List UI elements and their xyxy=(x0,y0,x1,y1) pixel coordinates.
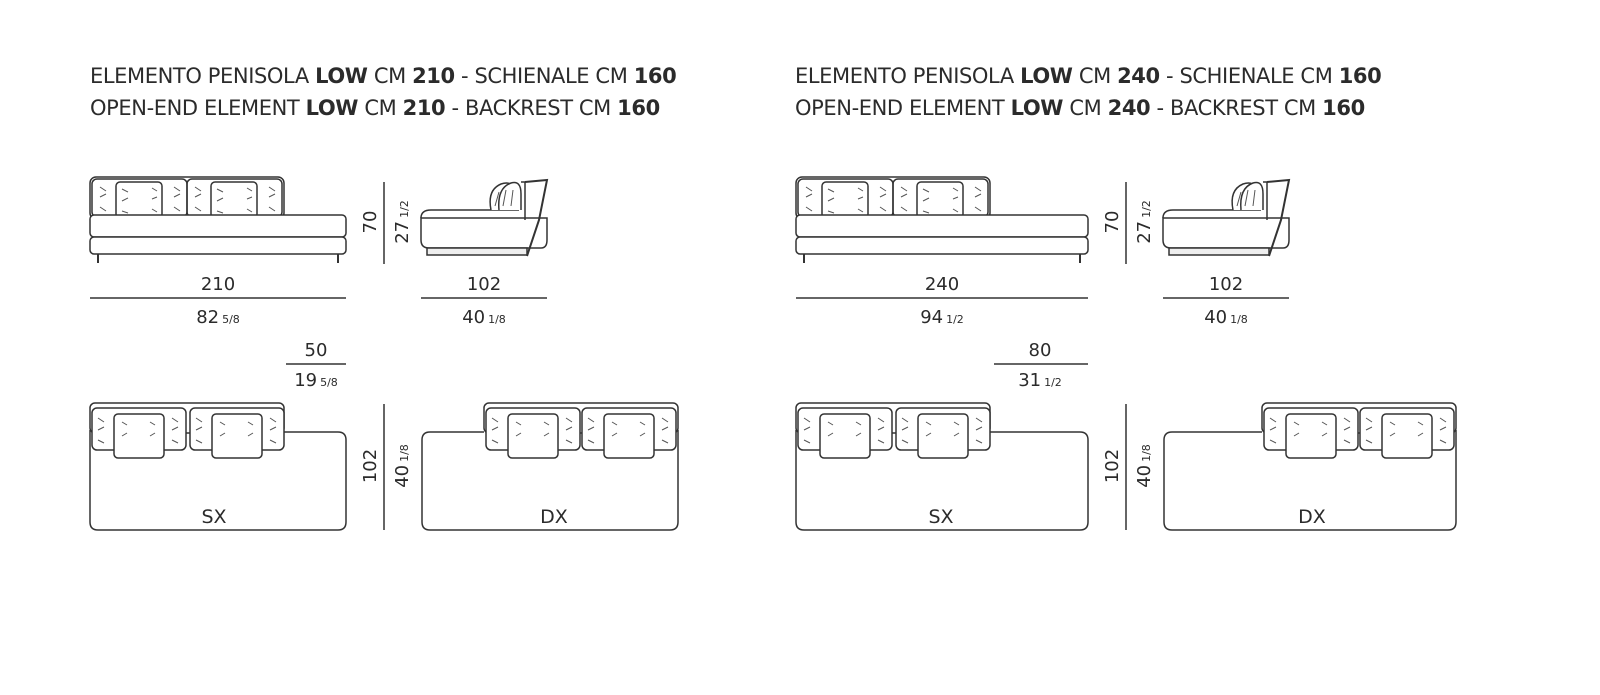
backrest-cm: 80 xyxy=(1029,340,1052,361)
title-text: OPEN-END ELEMENT xyxy=(90,96,306,120)
height-in: 271/2 xyxy=(1134,200,1155,244)
title-width: 240 xyxy=(1107,96,1151,120)
title-backrest: 160 xyxy=(1322,96,1365,120)
panel-1-title-english: OPEN-END ELEMENT LOW CM 210 - BACKREST C… xyxy=(90,92,660,124)
right-label: DX xyxy=(540,506,568,528)
title-text: CM xyxy=(358,96,403,120)
title-text: CM xyxy=(1072,64,1118,88)
title-backrest: 160 xyxy=(633,64,677,88)
title-width: 210 xyxy=(412,64,455,88)
title-text: ELEMENTO PENISOLA xyxy=(795,64,1021,88)
title-text: ELEMENTO PENISOLA xyxy=(90,64,316,88)
side-elevation-sofa xyxy=(1162,179,1290,257)
left-label: SX xyxy=(928,506,953,528)
plan-depth-cm: 102 xyxy=(1102,449,1123,483)
title-text: CM xyxy=(367,64,413,88)
height-cm: 70 xyxy=(1102,211,1123,234)
title-width: 240 xyxy=(1117,64,1160,88)
front-elevation-sofa xyxy=(795,176,1089,263)
title-low: LOW xyxy=(305,96,359,120)
right-label: DX xyxy=(1298,506,1326,528)
side-depth-cm: 102 xyxy=(467,274,501,295)
panel-2-title-italian: ELEMENTO PENISOLA LOW CM 240 - SCHIENALE… xyxy=(795,60,1382,92)
backrest-cm: 50 xyxy=(305,340,328,361)
panel-1-title-italian: ELEMENTO PENISOLA LOW CM 210 - SCHIENALE… xyxy=(90,60,677,92)
front-width-cm: 240 xyxy=(925,274,959,295)
height-in: 271/2 xyxy=(392,200,413,244)
plan-view-dx xyxy=(421,402,679,531)
title-text: - BACKREST CM xyxy=(1150,96,1323,120)
title-text: - BACKREST CM xyxy=(445,96,618,120)
height-cm: 70 xyxy=(360,211,381,234)
panel-2-title-english: OPEN-END ELEMENT LOW CM 240 - BACKREST C… xyxy=(795,92,1365,124)
title-text: - SCHIENALE CM xyxy=(454,64,634,88)
title-backrest: 160 xyxy=(617,96,660,120)
side-elevation-sofa xyxy=(420,179,548,257)
title-backrest: 160 xyxy=(1338,64,1382,88)
left-label: SX xyxy=(201,506,226,528)
title-text: OPEN-END ELEMENT xyxy=(795,96,1011,120)
title-low: LOW xyxy=(1010,96,1064,120)
plan-depth-cm: 102 xyxy=(360,449,381,483)
plan-depth-in: 401/8 xyxy=(392,444,413,488)
plan-view-sx xyxy=(89,402,347,531)
side-depth-cm: 102 xyxy=(1209,274,1243,295)
plan-depth-in: 401/8 xyxy=(1134,444,1155,488)
title-low: LOW xyxy=(1020,64,1073,88)
title-text: CM xyxy=(1063,96,1108,120)
plan-view-dx xyxy=(1163,402,1457,531)
plan-view-sx xyxy=(795,402,1089,531)
front-width-cm: 210 xyxy=(201,274,235,295)
front-elevation-sofa xyxy=(89,176,347,263)
title-text: - SCHIENALE CM xyxy=(1159,64,1339,88)
title-low: LOW xyxy=(315,64,368,88)
title-width: 210 xyxy=(402,96,446,120)
